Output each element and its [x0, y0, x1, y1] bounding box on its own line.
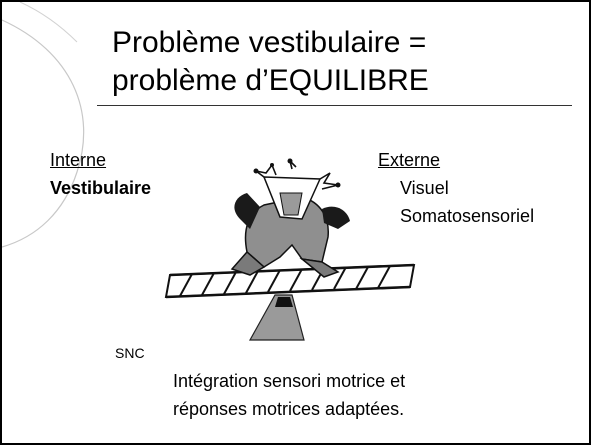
title-line-2: problème d’EQUILIBRE: [112, 64, 429, 97]
somatosensoriel-label: Somatosensoriel: [400, 206, 535, 226]
visuel-label: Visuel: [400, 178, 449, 198]
title-line-1: Problème vestibulaire =: [112, 26, 427, 59]
balance-figure-icon: [164, 158, 416, 341]
snc-label: SNC: [115, 345, 145, 361]
integration-text-line-1: Intégration sensori motrice et: [173, 371, 406, 391]
vestibulaire-label: Vestibulaire: [50, 178, 152, 198]
slide-title: Problème vestibulaire = problème d’EQUIL…: [112, 24, 429, 100]
interne-heading: Interne: [50, 150, 107, 170]
decorative-arc: [2, 2, 85, 248]
integration-text-line-2: réponses motrices adaptées.: [173, 399, 405, 419]
externe-heading: Externe: [378, 150, 441, 170]
title-divider: [97, 105, 572, 106]
balance-beam: [164, 263, 416, 299]
